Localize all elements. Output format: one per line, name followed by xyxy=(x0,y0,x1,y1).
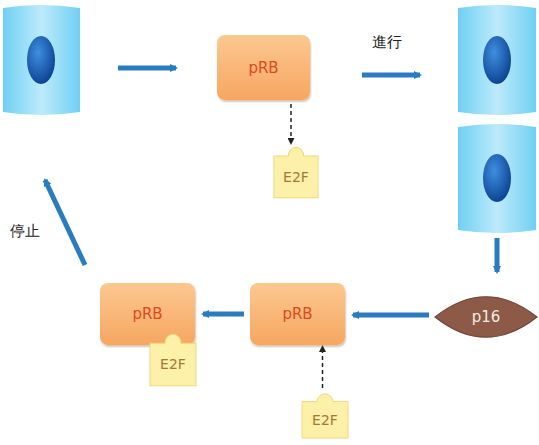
factor-block: E2F xyxy=(148,332,198,388)
protein-box: pRB xyxy=(217,35,310,100)
flow-arrow xyxy=(353,313,429,318)
node-text: E2F xyxy=(283,169,309,185)
cell xyxy=(458,124,536,233)
node-text: pRB xyxy=(248,59,278,77)
flow-arrow xyxy=(45,180,85,265)
step-label: 停止 xyxy=(10,222,40,241)
flow-arrow xyxy=(118,66,176,71)
flow-arrow xyxy=(495,238,500,272)
factor-block: E2F xyxy=(300,392,350,440)
flow-arrow xyxy=(362,73,420,78)
node-text: E2F xyxy=(312,412,338,428)
binding-arrow xyxy=(322,347,324,388)
node-text: E2F xyxy=(160,356,186,372)
protein-box: pRB xyxy=(250,283,345,345)
flow-arrow xyxy=(203,312,244,317)
node-text: pRB xyxy=(132,305,162,323)
protein-box: pRB xyxy=(100,283,195,345)
cell xyxy=(458,5,536,115)
node-text: p16 xyxy=(472,308,501,326)
cell xyxy=(3,5,80,115)
factor-block: E2F xyxy=(272,145,320,200)
binding-arrow xyxy=(290,104,292,143)
step-label: 進行 xyxy=(372,33,402,52)
node-text: pRB xyxy=(282,305,312,323)
protein-diamond: p16 xyxy=(435,285,537,349)
